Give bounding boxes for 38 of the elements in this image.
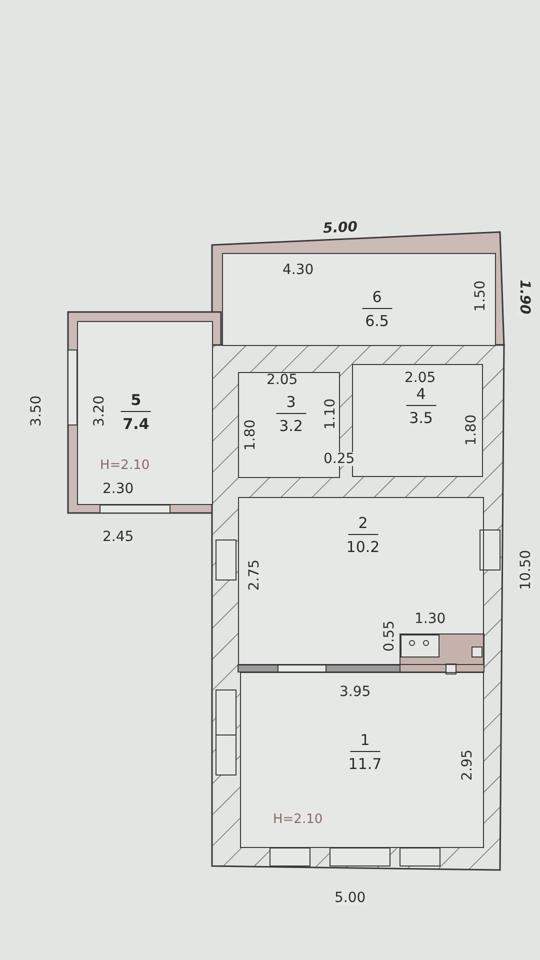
dimension-label: 1.10	[323, 398, 338, 430]
room-area: 6.5	[365, 314, 389, 329]
dimension-label: 0.55	[382, 620, 396, 652]
room-outline	[222, 253, 496, 346]
room-number: 4	[406, 387, 436, 406]
room-number: 5	[120, 393, 152, 412]
room-number: 2	[348, 516, 378, 535]
dimension-label: 1.50	[473, 280, 488, 312]
room-area: 3.5	[409, 411, 433, 426]
dimension-label: 3.20	[92, 395, 106, 427]
dimension-label: 2.05	[266, 373, 298, 387]
ceiling-height-note: H=2.10	[100, 459, 150, 472]
dimension-label: 1.30	[414, 612, 446, 626]
dimension-label: 2.95	[460, 749, 474, 781]
dimension-label: 2.30	[102, 482, 134, 496]
room-area: 11.7	[348, 757, 382, 772]
dimension-label: 2.45	[102, 530, 134, 544]
dimension-label: 1.80	[243, 419, 258, 451]
room-number: 1	[350, 733, 380, 752]
dimension-label: 3.50	[29, 395, 44, 427]
dimension-label: 2.05	[404, 371, 436, 385]
room-outline	[238, 497, 484, 665]
room-area: 7.4	[122, 417, 150, 432]
dimension-label: 5.00	[334, 891, 366, 905]
dimension-label: 1.80	[464, 414, 478, 446]
room-area: 3.2	[279, 419, 303, 434]
room-area: 10.2	[346, 540, 380, 555]
dimension-label: 3.95	[340, 685, 371, 699]
room-outline	[77, 321, 213, 505]
room-number: 3	[276, 395, 306, 414]
room-outline	[240, 672, 484, 848]
dimension-label: 0.25	[324, 452, 355, 466]
dimension-label: 5.00	[322, 220, 358, 236]
ceiling-height-note: H=2.10	[273, 813, 323, 826]
dimension-label: 2.75	[247, 559, 262, 591]
dimension-label: 10.50	[519, 550, 534, 590]
room-number: 6	[362, 290, 392, 309]
dimension-label: 4.30	[282, 263, 314, 277]
